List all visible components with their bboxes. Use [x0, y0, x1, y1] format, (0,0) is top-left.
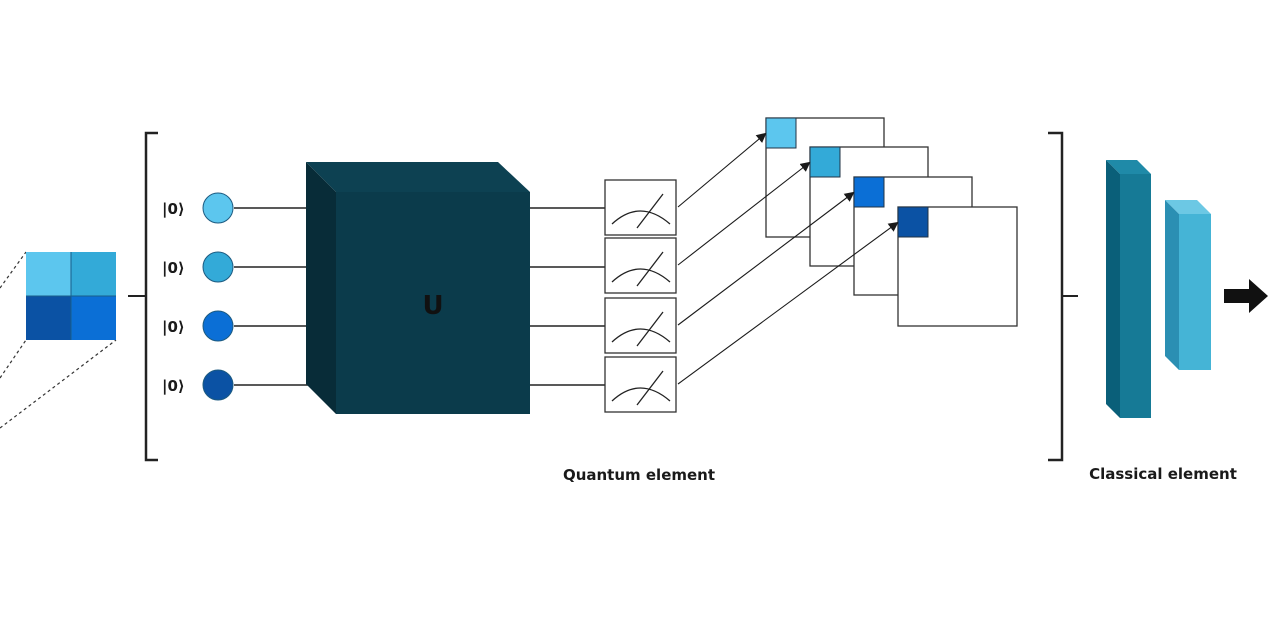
unitary-label: U: [422, 291, 443, 321]
unitary-block: U: [306, 162, 530, 414]
arrow-right-icon: [1224, 279, 1268, 313]
patch-cell-bottom-right: [71, 296, 116, 340]
meter-arc: [611, 387, 671, 402]
qubit-state-circle: [202, 310, 234, 342]
measurement-column: [604, 179, 677, 413]
unitary-side-face: [306, 162, 336, 414]
patch-cell-top-left: [26, 252, 71, 296]
measurement-arrow: [677, 191, 855, 326]
meter-needle-icon: [636, 370, 664, 406]
feature-map-pixel: [765, 117, 797, 149]
measurement-box: [604, 179, 677, 236]
projection-line-top: [0, 251, 27, 289]
qubit-ket-label: |0⟩: [162, 200, 185, 219]
quantum-bracket-right: [1048, 131, 1064, 462]
qubit-state-circle: [202, 369, 234, 401]
classical-layer-1-top: [1106, 160, 1151, 174]
qubit-register: |0⟩ |0⟩ |0⟩ |0⟩: [162, 192, 605, 401]
patch-cell-top-right: [71, 252, 116, 296]
classical-layers: [1106, 160, 1211, 418]
meter-arc: [611, 268, 671, 283]
meter-needle-icon: [636, 311, 664, 347]
patch-cell-bottom-left: [26, 296, 71, 340]
qubit-ket-label: |0⟩: [162, 377, 185, 396]
feature-map-pixel: [897, 206, 929, 238]
measurement-gate: [604, 237, 677, 294]
feature-map-pixel: [809, 146, 841, 178]
measurement-gate: [604, 179, 677, 236]
classical-layer-2-front: [1179, 214, 1211, 370]
qubit-state-circle: [202, 251, 234, 283]
projection-line-bottom: [0, 339, 117, 429]
quantum-bracket-left: [144, 131, 158, 462]
measurement-arrow: [677, 221, 899, 385]
unitary-front-face: [336, 192, 530, 414]
input-patch: [0, 251, 117, 429]
measurement-box: [604, 237, 677, 294]
feature-maps: [677, 117, 1018, 385]
classical-layer-2-top: [1165, 200, 1211, 214]
classical-layer-2-side: [1165, 200, 1179, 370]
qubit-state-circle: [202, 192, 234, 224]
quantum-element-label: Quantum element: [563, 466, 715, 484]
meter-arc: [611, 210, 671, 225]
qubit-ket-label: |0⟩: [162, 259, 185, 278]
feature-map: [897, 206, 1018, 327]
classical-layer-1-side: [1106, 160, 1120, 418]
meter-arc: [611, 328, 671, 343]
meter-needle-icon: [636, 251, 664, 287]
measurement-gate: [604, 356, 677, 413]
measurement-arrow: [677, 161, 811, 266]
feature-map-pixel: [853, 176, 885, 208]
meter-needle-icon: [636, 193, 664, 229]
projection-line-mid: [0, 339, 27, 379]
classical-element-label: Classical element: [1089, 465, 1237, 483]
measurement-box: [604, 356, 677, 413]
classical-layer-1-front: [1120, 174, 1151, 418]
qubit-ket-label: |0⟩: [162, 318, 185, 337]
measurement-gate: [604, 297, 677, 354]
unitary-top-face: [306, 162, 530, 192]
measurement-box: [604, 297, 677, 354]
measurement-arrow: [677, 132, 767, 208]
